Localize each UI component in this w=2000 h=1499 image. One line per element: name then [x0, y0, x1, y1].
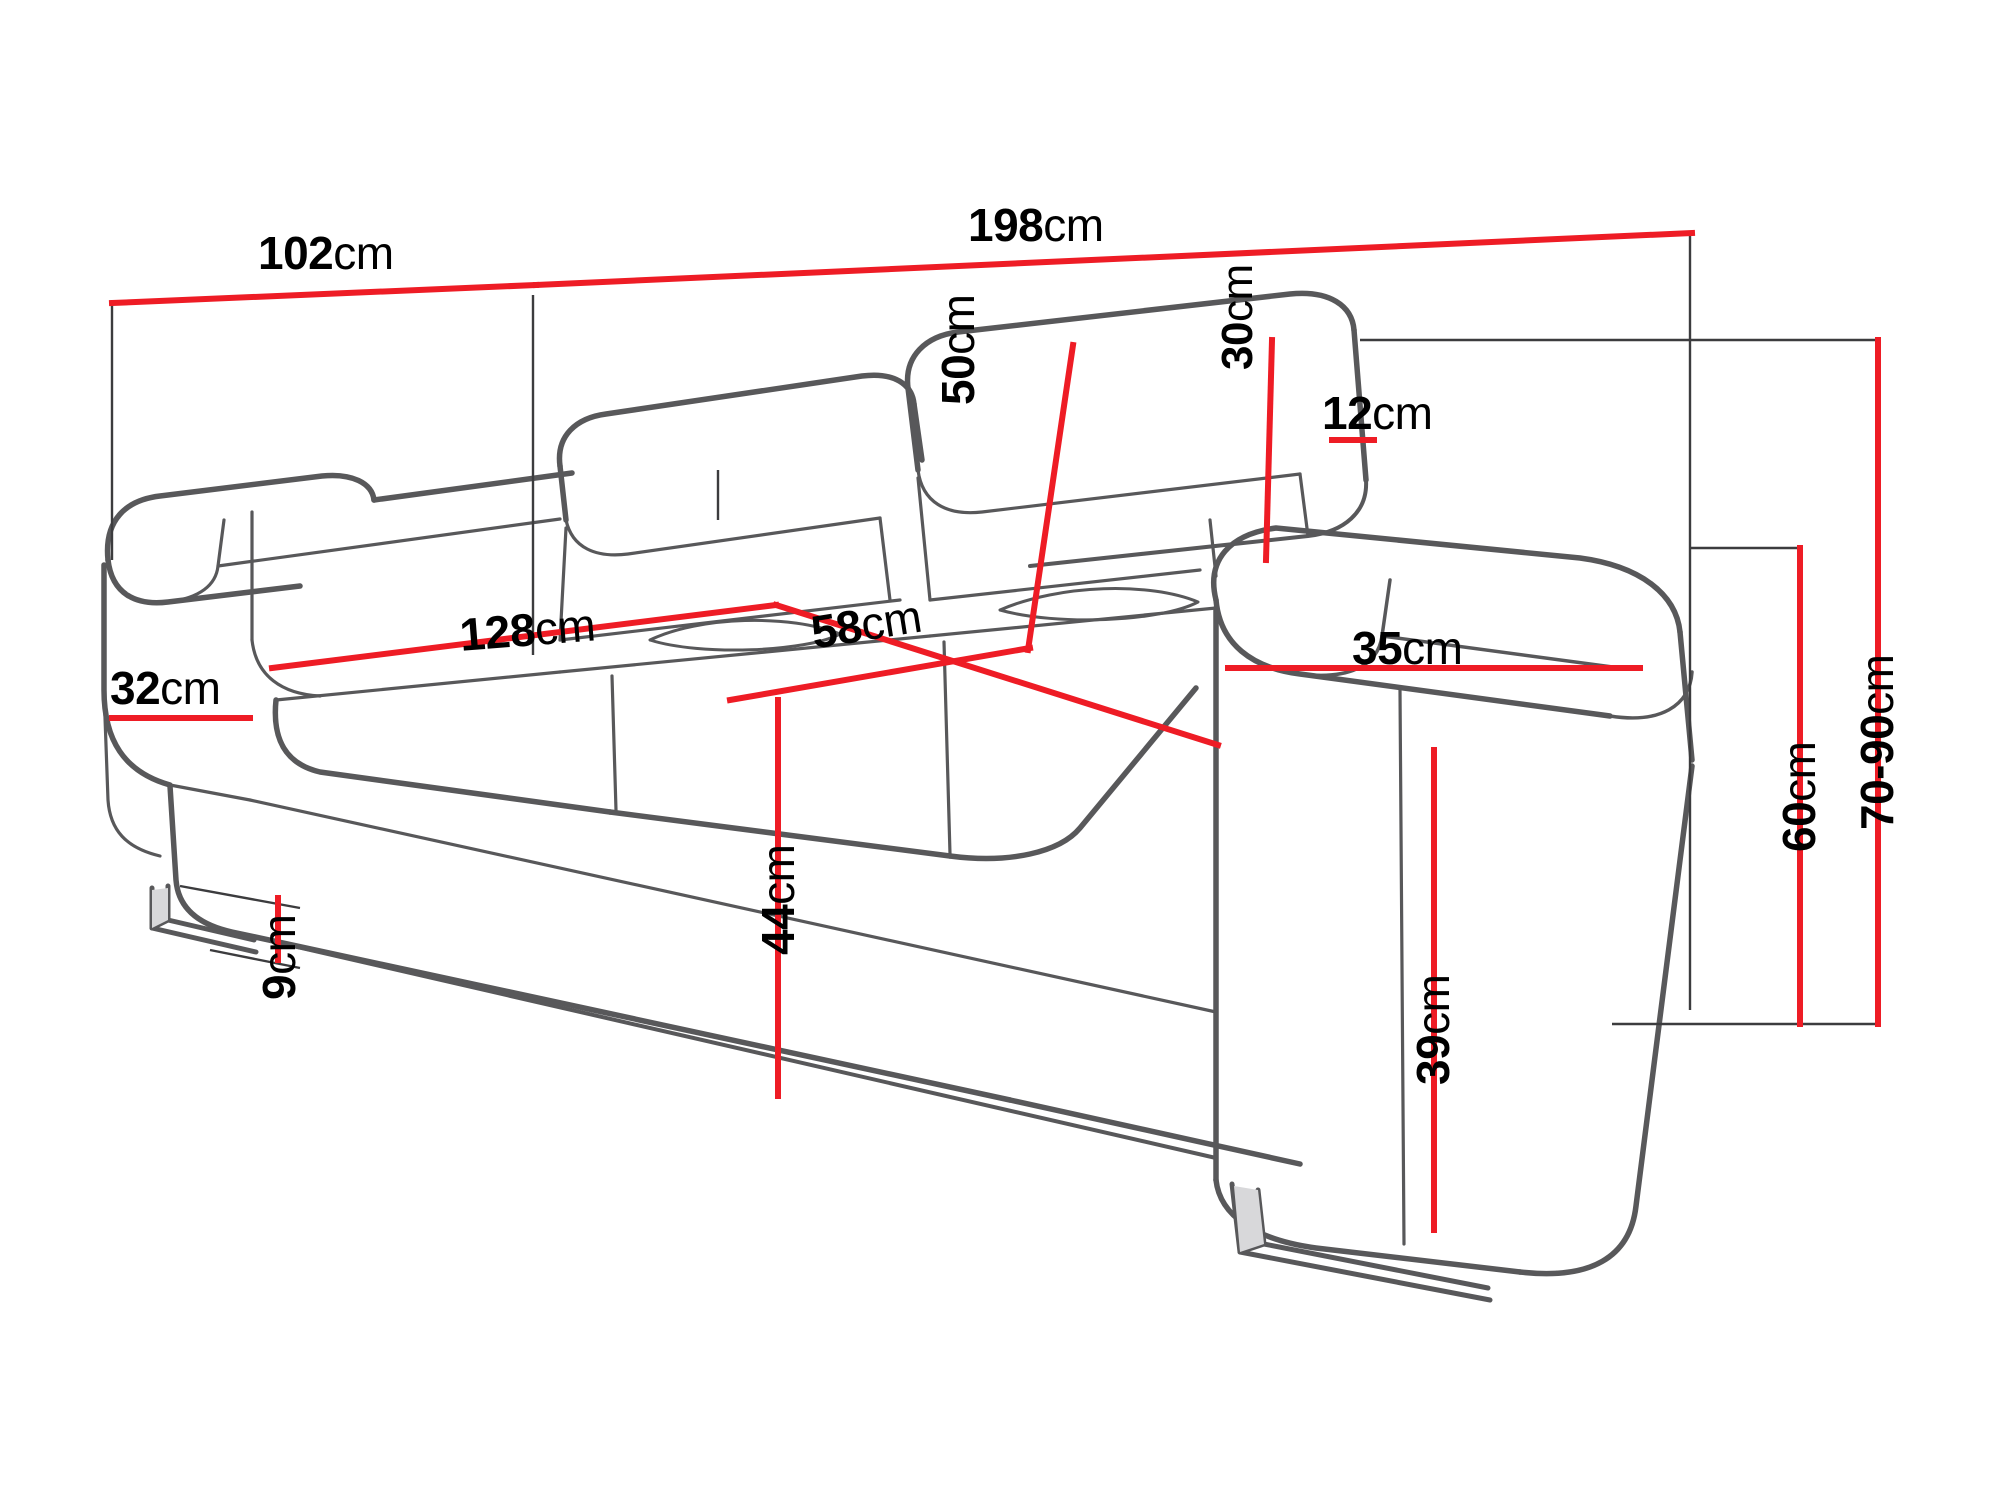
- label-back-height-60: 60cm: [1773, 741, 1825, 853]
- left-armrest-pad-outline: [104, 472, 377, 563]
- label-armrest-depth-32-unit: cm: [160, 662, 221, 714]
- right-armrest-pad-bottom: [1213, 597, 1613, 719]
- backrest-right-bottom: [928, 568, 1202, 602]
- right-armrest-outer-side: [1517, 763, 1695, 1277]
- base-bottom-sweep: [230, 930, 1218, 1160]
- label-total-height-70-90-number: 70-90: [1851, 714, 1903, 830]
- base-mid-front: [1007, 1097, 1303, 1167]
- ext-leg-bottom: [209, 948, 301, 970]
- left-leg-fill: [152, 888, 168, 928]
- label-armrest-width-35: 35cm: [1352, 625, 1463, 671]
- right-leg-fill: [1234, 1186, 1264, 1252]
- back-panel-mid-seam: [878, 516, 892, 602]
- back-panel-left-edge: [558, 526, 568, 642]
- label-seat-depth-58-unit: cm: [857, 589, 925, 651]
- label-back-height-60-number: 60: [1773, 801, 1825, 852]
- label-armrest-width-35-unit: cm: [1402, 622, 1463, 674]
- label-seat-width-128-number: 128: [457, 603, 537, 661]
- dimline-seat-width-128-b: [772, 601, 1222, 749]
- label-leg-height-9-number: 9: [253, 974, 305, 1000]
- right-armrest-corner-seam: [1398, 688, 1406, 1246]
- label-back-height-60-unit: cm: [1773, 741, 1825, 802]
- label-seat-width-128-unit: cm: [532, 598, 598, 655]
- right-headrest-left-edge: [905, 385, 921, 473]
- label-armrest-depth-32: 32cm: [110, 665, 221, 711]
- right-headrest-top: [904, 290, 1357, 391]
- seat-cushion-right-front: [947, 685, 1199, 862]
- dimline-backrest-50: [1024, 341, 1077, 654]
- label-total-height-70-90: 70-90cm: [1851, 654, 1903, 830]
- label-armrest-height-39: 39cm: [1407, 974, 1459, 1086]
- label-armrest-width-35-number: 35: [1352, 622, 1403, 674]
- left-armrest-pad-bottom: [105, 557, 303, 606]
- label-seat-width-128: 128cm: [458, 598, 598, 660]
- left-armrest-pad-seam: [216, 517, 562, 568]
- base-left-side: [102, 688, 162, 858]
- seat-back-edge-mid: [558, 634, 932, 674]
- second-headrest-bottom: [564, 516, 882, 557]
- seat-cushion-left-front: [272, 697, 613, 815]
- left-armrest-pad-top-edge: [371, 470, 575, 503]
- label-backrest-50: 50cm: [932, 294, 984, 406]
- label-backrest-50-number: 50: [932, 354, 984, 405]
- label-armrest-height-39-unit: cm: [1407, 974, 1459, 1035]
- dimline-headrest-30: [1262, 336, 1276, 564]
- label-headrest-thickness-12-number: 12: [1322, 387, 1373, 439]
- dimline-seat-depth-58: [726, 644, 1034, 704]
- label-seat-height-44-unit: cm: [752, 844, 804, 905]
- label-depth-102: 102cm: [258, 230, 394, 276]
- left-armrest-inner-curve: [250, 638, 322, 698]
- label-headrest-30-unit: cm: [1213, 264, 1262, 323]
- second-headrest-right-edge: [911, 401, 925, 463]
- label-seat-height-44-number: 44: [752, 904, 804, 955]
- label-leg-height-9: 9cm: [253, 914, 305, 1000]
- seat-quilt-left: [648, 618, 842, 652]
- right-headrest-right-edge: [1351, 327, 1369, 483]
- right-headrest-inner-right: [1298, 472, 1310, 538]
- label-headrest-thickness-12-unit: cm: [1372, 387, 1433, 439]
- label-seat-height-44: 44cm: [752, 844, 804, 956]
- label-depth-102-number: 102: [258, 227, 334, 279]
- seat-cushion-divider-2: [942, 640, 952, 856]
- base-left-front: [167, 783, 1013, 1103]
- label-depth-102-unit: cm: [333, 227, 394, 279]
- seat-back-edge-left: [274, 670, 562, 702]
- label-total-height-70-90-unit: cm: [1851, 654, 1903, 715]
- right-headrest-inner-seam: [916, 468, 1302, 515]
- left-armrest-body-base: [168, 783, 252, 802]
- label-leg-height-9-unit: cm: [253, 914, 305, 975]
- base-top-seam: [248, 798, 1218, 1014]
- label-headrest-30: 30cm: [1213, 264, 1262, 370]
- right-armrest-pad-top: [1211, 525, 1683, 635]
- label-armrest-height-39-number: 39: [1407, 1034, 1459, 1085]
- label-armrest-depth-32-number: 32: [110, 662, 161, 714]
- right-armrest-pad-seam: [1380, 634, 1622, 670]
- second-headrest-left-edge: [557, 463, 569, 523]
- dimline-seat-width-128: [268, 601, 780, 672]
- dimline-depth-102: [108, 281, 540, 307]
- seat-cushion-divider-1: [610, 674, 618, 812]
- label-backrest-50-unit: cm: [932, 294, 984, 355]
- seat-quilt-right: [998, 587, 1200, 622]
- right-headrest-bottom: [1028, 478, 1369, 568]
- label-headrest-30-number: 30: [1213, 322, 1262, 370]
- label-width-198-unit: cm: [1043, 199, 1104, 251]
- dimline-width-198: [532, 229, 1696, 289]
- label-headrest-thickness-12: 12cm: [1322, 390, 1433, 436]
- label-width-198-number: 198: [968, 199, 1044, 251]
- label-seat-depth-58-number: 58: [807, 599, 866, 659]
- backrest-right-left-edge: [916, 476, 932, 602]
- label-width-198: 198cm: [968, 202, 1104, 248]
